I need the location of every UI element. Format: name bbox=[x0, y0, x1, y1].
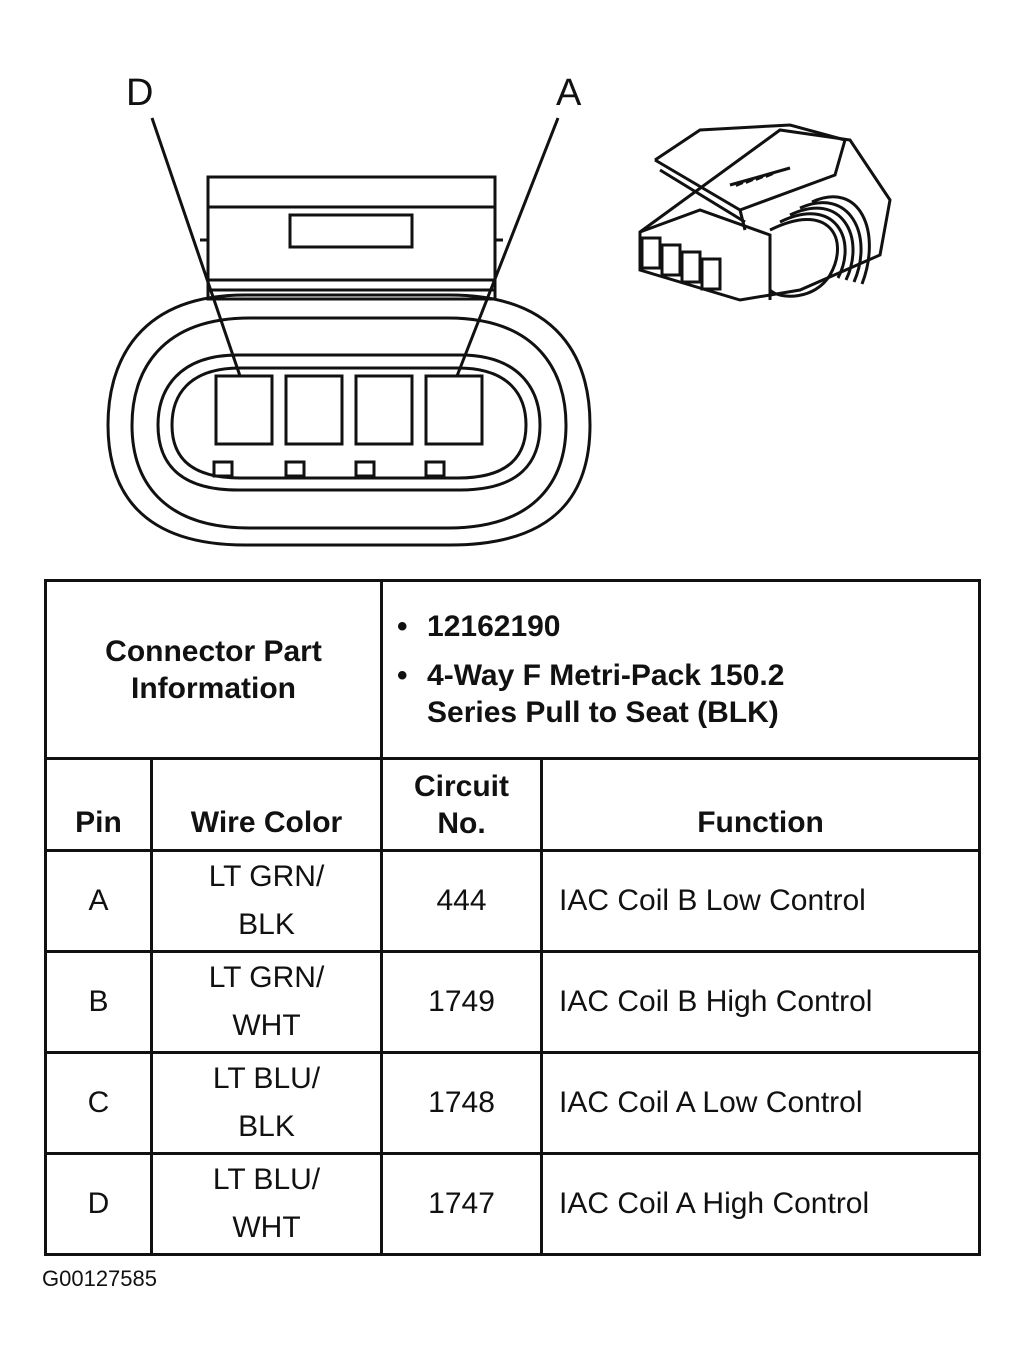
wire-color-cell: LT GRN/ WHT bbox=[149, 950, 384, 1054]
table-row: D LT BLU/ WHT 1747 IAC Coil A High Contr… bbox=[44, 1152, 982, 1256]
circuit-cell: 1749 bbox=[380, 950, 544, 1054]
part-info-item: •4-Way F Metri-Pack 150.2 Series Pull to… bbox=[397, 659, 785, 729]
callout-label-a: A bbox=[556, 72, 582, 114]
function-cell: IAC Coil A High Control bbox=[540, 1152, 982, 1256]
callout-leader-a bbox=[455, 117, 560, 377]
figure-id: G00127585 bbox=[42, 1266, 157, 1291]
part-info-label: Connector Part Information bbox=[43, 579, 384, 760]
pin-cavity-a bbox=[424, 374, 484, 446]
connector-diagram bbox=[106, 117, 892, 547]
connector-inner-shell bbox=[130, 316, 568, 530]
function-cell: IAC Coil B Low Control bbox=[540, 849, 982, 953]
callout-label-d: D bbox=[126, 72, 154, 114]
connector-cavity bbox=[156, 353, 542, 492]
pin-cell: D bbox=[44, 1152, 153, 1256]
wire-color-cell: LT GRN/ BLK bbox=[149, 849, 384, 953]
part-info-list: •12162190 •4-Way F Metri-Pack 150.2 Seri… bbox=[383, 608, 978, 731]
callout-leader-d bbox=[150, 117, 242, 377]
part-info-item: •12162190 bbox=[397, 610, 561, 643]
locking-tab bbox=[206, 175, 497, 301]
connector-isometric-view bbox=[638, 123, 892, 302]
pin-cavity-d bbox=[214, 374, 274, 446]
circuit-cell: 444 bbox=[380, 849, 544, 953]
connector-pinout-table: Connector Part Information •12162190 •4-… bbox=[43, 579, 982, 1256]
connector-outer-shell bbox=[106, 293, 592, 547]
part-info-list-cell: •12162190 •4-Way F Metri-Pack 150.2 Seri… bbox=[380, 579, 982, 760]
pin-cell: A bbox=[44, 849, 153, 953]
wire-color-cell: LT BLU/ WHT bbox=[149, 1152, 384, 1256]
header-wire-color: Wire Color bbox=[149, 757, 384, 852]
pin-cell: C bbox=[44, 1051, 153, 1155]
function-cell: IAC Coil B High Control bbox=[540, 950, 982, 1054]
header-pin: Pin bbox=[44, 757, 153, 852]
circuit-cell: 1747 bbox=[380, 1152, 544, 1256]
table-row: C LT BLU/ BLK 1748 IAC Coil A Low Contro… bbox=[44, 1051, 982, 1155]
part-info-row: Connector Part Information •12162190 •4-… bbox=[43, 579, 982, 760]
header-function: Function bbox=[540, 757, 982, 852]
pin-cell: B bbox=[44, 950, 153, 1054]
header-circuit-no: Circuit No. bbox=[380, 757, 544, 852]
pin-cavity-b bbox=[354, 374, 414, 446]
pin-cavity-c bbox=[284, 374, 344, 446]
table-row: A LT GRN/ BLK 444 IAC Coil B Low Control bbox=[44, 849, 982, 953]
header-row: Pin Wire Color Circuit No. Function bbox=[44, 757, 982, 852]
wire-color-cell: LT BLU/ BLK bbox=[149, 1051, 384, 1155]
circuit-cell: 1748 bbox=[380, 1051, 544, 1155]
function-cell: IAC Coil A Low Control bbox=[540, 1051, 982, 1155]
table-row: B LT GRN/ WHT 1749 IAC Coil B High Contr… bbox=[44, 950, 982, 1054]
